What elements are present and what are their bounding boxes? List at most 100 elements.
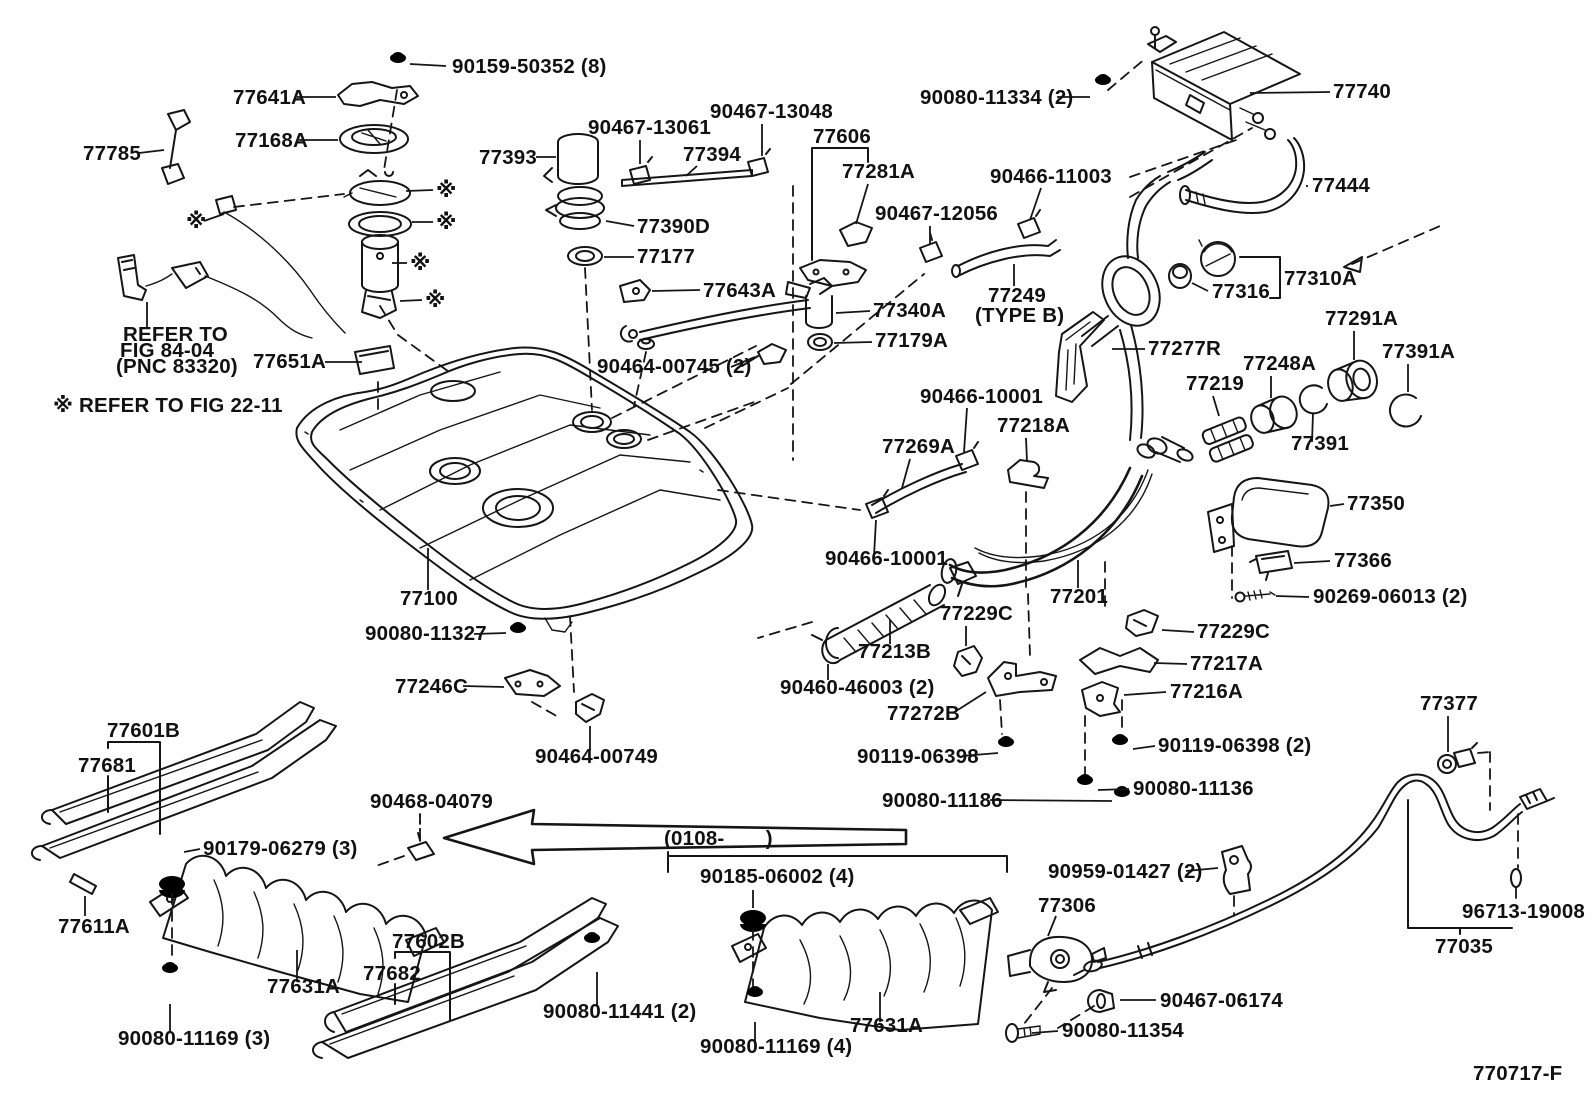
part-label: 90080-11169 (4) — [700, 1035, 852, 1058]
asterisk-mark: ※ — [425, 288, 445, 312]
leader-line — [1031, 1030, 1059, 1034]
part-label: 77651A — [253, 350, 326, 373]
part-label: 77391 — [1291, 432, 1349, 455]
part-label: 77216A — [1170, 680, 1243, 703]
diagram-line-art — [31, 26, 1555, 1059]
leader-line — [1097, 788, 1130, 791]
part-label: 77393 — [479, 146, 537, 169]
part-label: 77350 — [1347, 492, 1405, 515]
part-label: 77179A — [875, 329, 948, 352]
part-label: 90269-06013 (2) — [1313, 585, 1468, 608]
leader-line — [1185, 867, 1219, 872]
leader-line — [1047, 915, 1057, 937]
part-label: 77219 — [1186, 372, 1244, 395]
asterisk-mark: ※ — [436, 210, 456, 234]
leader-line — [605, 220, 635, 227]
part-label: 77391A — [1382, 340, 1455, 363]
leader-line — [873, 519, 877, 557]
part-label: 77100 — [400, 587, 458, 610]
part-label: 90080-11327 — [365, 622, 487, 645]
part-label: 77682 — [363, 962, 421, 985]
part-label: 77601B — [107, 719, 180, 742]
leader-line — [989, 799, 1113, 802]
leader-line — [138, 149, 165, 154]
part-label: 90185-06002 (4) — [700, 865, 855, 888]
part-label: 77740 — [1333, 80, 1391, 103]
leader-line — [963, 407, 968, 453]
leader-line — [901, 458, 911, 489]
part-label: 77602B — [392, 930, 465, 953]
leader-line — [1029, 187, 1042, 221]
fuel-inlet-parts — [1168, 239, 1422, 463]
part-label: 77641A — [233, 86, 306, 109]
part-label: 77606 — [813, 125, 871, 148]
part-label: 90467-12056 — [875, 202, 998, 225]
fuel-cap-parts — [161, 52, 419, 185]
pointer-arrow — [442, 808, 908, 866]
part-label: 77272B — [887, 702, 960, 725]
leader-line — [1123, 691, 1167, 696]
leader-line — [473, 632, 507, 635]
part-label: 96713-19008 — [1462, 900, 1585, 923]
leader-line — [1311, 412, 1314, 443]
fuel-pump-assembly — [343, 169, 412, 319]
part-label: 77377 — [1420, 692, 1478, 715]
leader-line — [183, 848, 201, 853]
fuel-tank — [295, 337, 754, 633]
part-label: REFER TO — [123, 323, 228, 346]
leader-lines — [84, 63, 1449, 1042]
part-label: 77213B — [858, 640, 931, 663]
part-label: 90460-46003 (2) — [780, 676, 935, 699]
fuel-sender-wiring — [117, 195, 346, 339]
leader-line — [462, 685, 505, 688]
part-label: 77246C — [395, 675, 468, 698]
part-label: (0108- ) — [664, 827, 773, 850]
leader-line — [1329, 503, 1345, 507]
part-label: 77229C — [1197, 620, 1270, 643]
leader-line — [1212, 395, 1220, 417]
leader-line — [399, 299, 423, 302]
part-label: 77611A — [58, 915, 130, 938]
leader-line — [1191, 282, 1209, 292]
part-label: 90466-10001 — [825, 547, 948, 570]
leader-line — [1249, 91, 1331, 94]
part-label: 77201 — [1050, 585, 1108, 608]
leader-line — [1132, 745, 1156, 750]
leader-line — [651, 289, 701, 292]
filler-pipe-assembly — [865, 255, 1194, 597]
part-label: 90159-50352 (8) — [452, 55, 607, 78]
part-label: 77229C — [940, 602, 1013, 625]
part-label: 90119-06398 (2) — [1158, 734, 1311, 757]
part-label: 90959-01427 (2) — [1048, 860, 1203, 883]
leader-line — [952, 691, 987, 714]
leader-line — [855, 183, 869, 225]
part-label: 90466-11003 — [990, 165, 1112, 188]
tank-band-77601B — [31, 701, 337, 895]
part-label: 90468-04079 — [370, 790, 493, 813]
part-label: 90467-13048 — [710, 100, 833, 123]
part-label: 77394 — [683, 143, 741, 166]
asterisk-mark: ※ — [436, 178, 456, 202]
bracket-77606 — [785, 221, 873, 299]
leader-line — [1025, 437, 1028, 463]
part-label: 77249 — [988, 284, 1046, 307]
part-label: 77218A — [997, 414, 1070, 437]
part-label: 90080-11186 — [882, 789, 1003, 812]
part-label: 77217A — [1190, 652, 1263, 675]
part-label: 90119-06398 — [857, 745, 979, 768]
tank-band-77602B — [312, 897, 619, 1059]
charcoal-canister — [1095, 26, 1306, 259]
part-label: 90179-06279 (3) — [203, 837, 358, 860]
callout-lines — [107, 147, 1513, 1021]
part-label: 77316 — [1212, 280, 1270, 303]
asterisk-mark: ※ — [410, 251, 430, 275]
part-label: (TYPE B) — [975, 304, 1064, 327]
part-label: 77681 — [78, 754, 136, 777]
part-label: 77281A — [842, 160, 915, 183]
part-label: 77177 — [637, 245, 695, 268]
part-label: 77306 — [1038, 894, 1096, 917]
leader-line — [833, 341, 873, 344]
part-label: 77390D — [637, 215, 710, 238]
part-label: 77291A — [1325, 307, 1398, 330]
part-label: 77310A — [1284, 267, 1357, 290]
